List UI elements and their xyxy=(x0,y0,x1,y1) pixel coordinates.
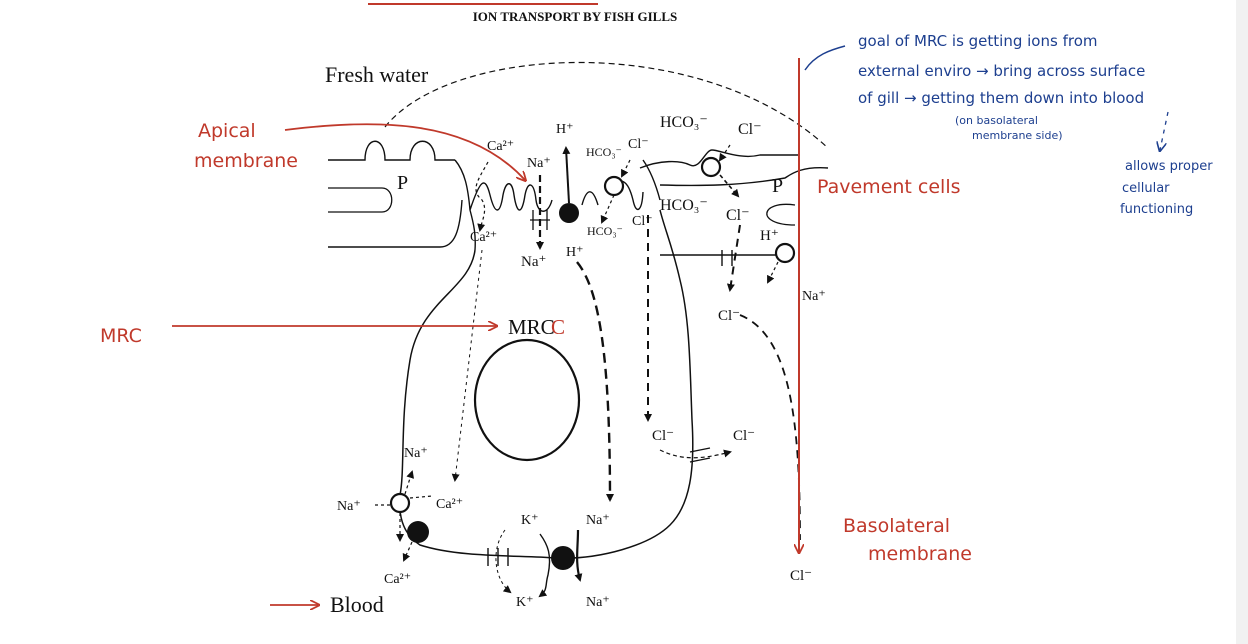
left-pavement-basal-membrane xyxy=(328,199,463,248)
ion-ca-bl-low: Ca²⁺ xyxy=(384,572,411,587)
goal-note-sub-line1: (on basolateral xyxy=(955,114,1038,127)
basolateral-calcium-pump xyxy=(407,521,429,543)
pavement-right-label: P xyxy=(772,175,783,197)
goal-note-arrow xyxy=(1160,111,1169,150)
water-boundary-arc xyxy=(384,61,829,149)
left-pavement-inner-fold xyxy=(328,187,393,213)
ion-na-mid: Na⁺ xyxy=(521,254,546,270)
sodium-efflux-arrow xyxy=(574,529,583,582)
apical-anion-exchanger xyxy=(603,175,625,197)
right-apical-surface xyxy=(639,149,800,169)
apical-annotation: Apical membrane xyxy=(194,120,298,172)
ion-cl-small-a: Cl⁻ xyxy=(628,137,649,152)
ion-cl-small-b: Cl⁻ xyxy=(632,214,653,229)
pavement-anion-exchanger xyxy=(700,156,722,178)
ion-hco3-pv-top: HCO₃⁻ xyxy=(660,114,708,131)
ion-ca-inner: Ca²⁺ xyxy=(470,230,497,245)
ion-cl-bl-b: Cl⁻ xyxy=(733,428,755,444)
basolateral-annotation-line2: membrane xyxy=(868,543,972,565)
goal-note-sub-line2: membrane side) xyxy=(972,129,1063,142)
potassium-cycle-arrow xyxy=(538,533,551,598)
basolateral-na-ca-exchanger xyxy=(389,492,411,514)
pavement-chloride-down-arrow xyxy=(719,174,740,198)
ion-ca-bl-right: Ca²⁺ xyxy=(436,497,463,512)
ion-cl-bl-a: Cl⁻ xyxy=(652,428,674,444)
pavement-basal-chloride-channel xyxy=(721,250,733,266)
bicarbonate-efflux-arrow xyxy=(600,194,615,224)
left-pavement-apical-membrane xyxy=(328,140,455,161)
ion-na-pump-top: Na⁺ xyxy=(586,513,610,528)
right-edge-strip xyxy=(1236,0,1248,644)
ion-k-bottom: K⁺ xyxy=(516,595,534,610)
apical-annotation-line1: Apical xyxy=(198,120,256,142)
goal-note-leader xyxy=(804,45,846,71)
mrc-annotation: MRC xyxy=(100,325,142,347)
potassium-leak-arrow xyxy=(495,529,512,594)
basolateral-potassium-channel xyxy=(487,548,509,566)
ion-na-pump-bottom: Na⁺ xyxy=(586,595,610,610)
mrc-nucleus xyxy=(473,338,581,462)
ion-na-bl-up: Na⁺ xyxy=(404,446,428,461)
calcium-influx-arrow xyxy=(475,161,489,232)
allows-note-line2: cellular xyxy=(1122,181,1170,196)
ion-h-mid: H⁺ xyxy=(566,245,584,260)
ion-cl-pv-top: Cl⁻ xyxy=(738,121,762,138)
mrc-label-c: C xyxy=(551,315,565,339)
basolateral-chloride-channel xyxy=(689,447,711,463)
ion-hco3-pv-mid: HCO₃⁻ xyxy=(660,197,708,214)
sodium-transcellular-arrow xyxy=(576,261,614,502)
pavement-sodium-out-arrow xyxy=(767,261,779,284)
sodium-up-arrow xyxy=(404,470,414,495)
pavement-cells-annotation: Pavement cells xyxy=(817,176,961,198)
ion-na-pv: Na⁺ xyxy=(802,289,826,304)
pavement-chloride-to-blood-arrow xyxy=(726,224,741,292)
goal-note-line3: of gill → getting them down into blood xyxy=(858,89,1144,107)
pavement-sodium-proton-exchanger xyxy=(774,242,796,264)
basolateral-annotation-line1: Basolateral xyxy=(843,515,950,537)
right-pavement-inner-fold xyxy=(766,203,796,226)
calcium-out-arrow xyxy=(402,541,413,562)
allows-note-line3: functioning xyxy=(1120,202,1193,217)
proton-efflux-arrow xyxy=(562,146,571,204)
calcium-transcellular-arrow xyxy=(451,249,483,482)
apical-proton-pump xyxy=(559,203,579,223)
pavement-left-label: P xyxy=(397,172,408,194)
mrc-label: MRC xyxy=(508,315,555,339)
allows-note-line1: allows proper xyxy=(1125,159,1213,174)
right-pavement-apical-membrane xyxy=(642,159,829,201)
apical-annotation-arrow xyxy=(284,123,525,180)
ion-cl-bottom: Cl⁻ xyxy=(790,568,812,584)
ion-h-pv: H⁺ xyxy=(760,228,779,244)
calcium-right-line xyxy=(409,495,433,499)
fresh-water-label: Fresh water xyxy=(325,62,429,87)
apical-sodium-channel xyxy=(530,210,550,230)
chloride-uptake-arrow xyxy=(621,159,631,178)
goal-note-line2: external enviro → bring across surface xyxy=(858,62,1145,80)
ion-k-top: K⁺ xyxy=(521,513,539,528)
ion-hco3-small-b: HCO₃⁻ xyxy=(587,224,623,238)
ion-cl-pv-mid: Cl⁻ xyxy=(726,207,750,224)
ion-na-bl-left: Na⁺ xyxy=(337,499,361,514)
mrc-apical-microvilli xyxy=(454,159,644,251)
sodium-potassium-atpase xyxy=(551,546,575,570)
goal-note-line1: goal of MRC is getting ions from xyxy=(858,32,1097,50)
ion-h-top: H⁺ xyxy=(556,122,574,137)
ion-cl-pv-low: Cl⁻ xyxy=(718,308,740,324)
apical-annotation-line2: membrane xyxy=(194,150,298,172)
ion-ca-apical: Ca²⁺ xyxy=(487,139,514,154)
ion-na-top: Na⁺ xyxy=(527,156,551,171)
figure-header: ION TRANSPORT BY FISH GILLS xyxy=(473,9,677,24)
ion-hco3-small-a: HCO₃⁻ xyxy=(586,145,622,159)
blood-label: Blood xyxy=(330,592,384,617)
chloride-basolateral-arrow xyxy=(659,449,732,459)
